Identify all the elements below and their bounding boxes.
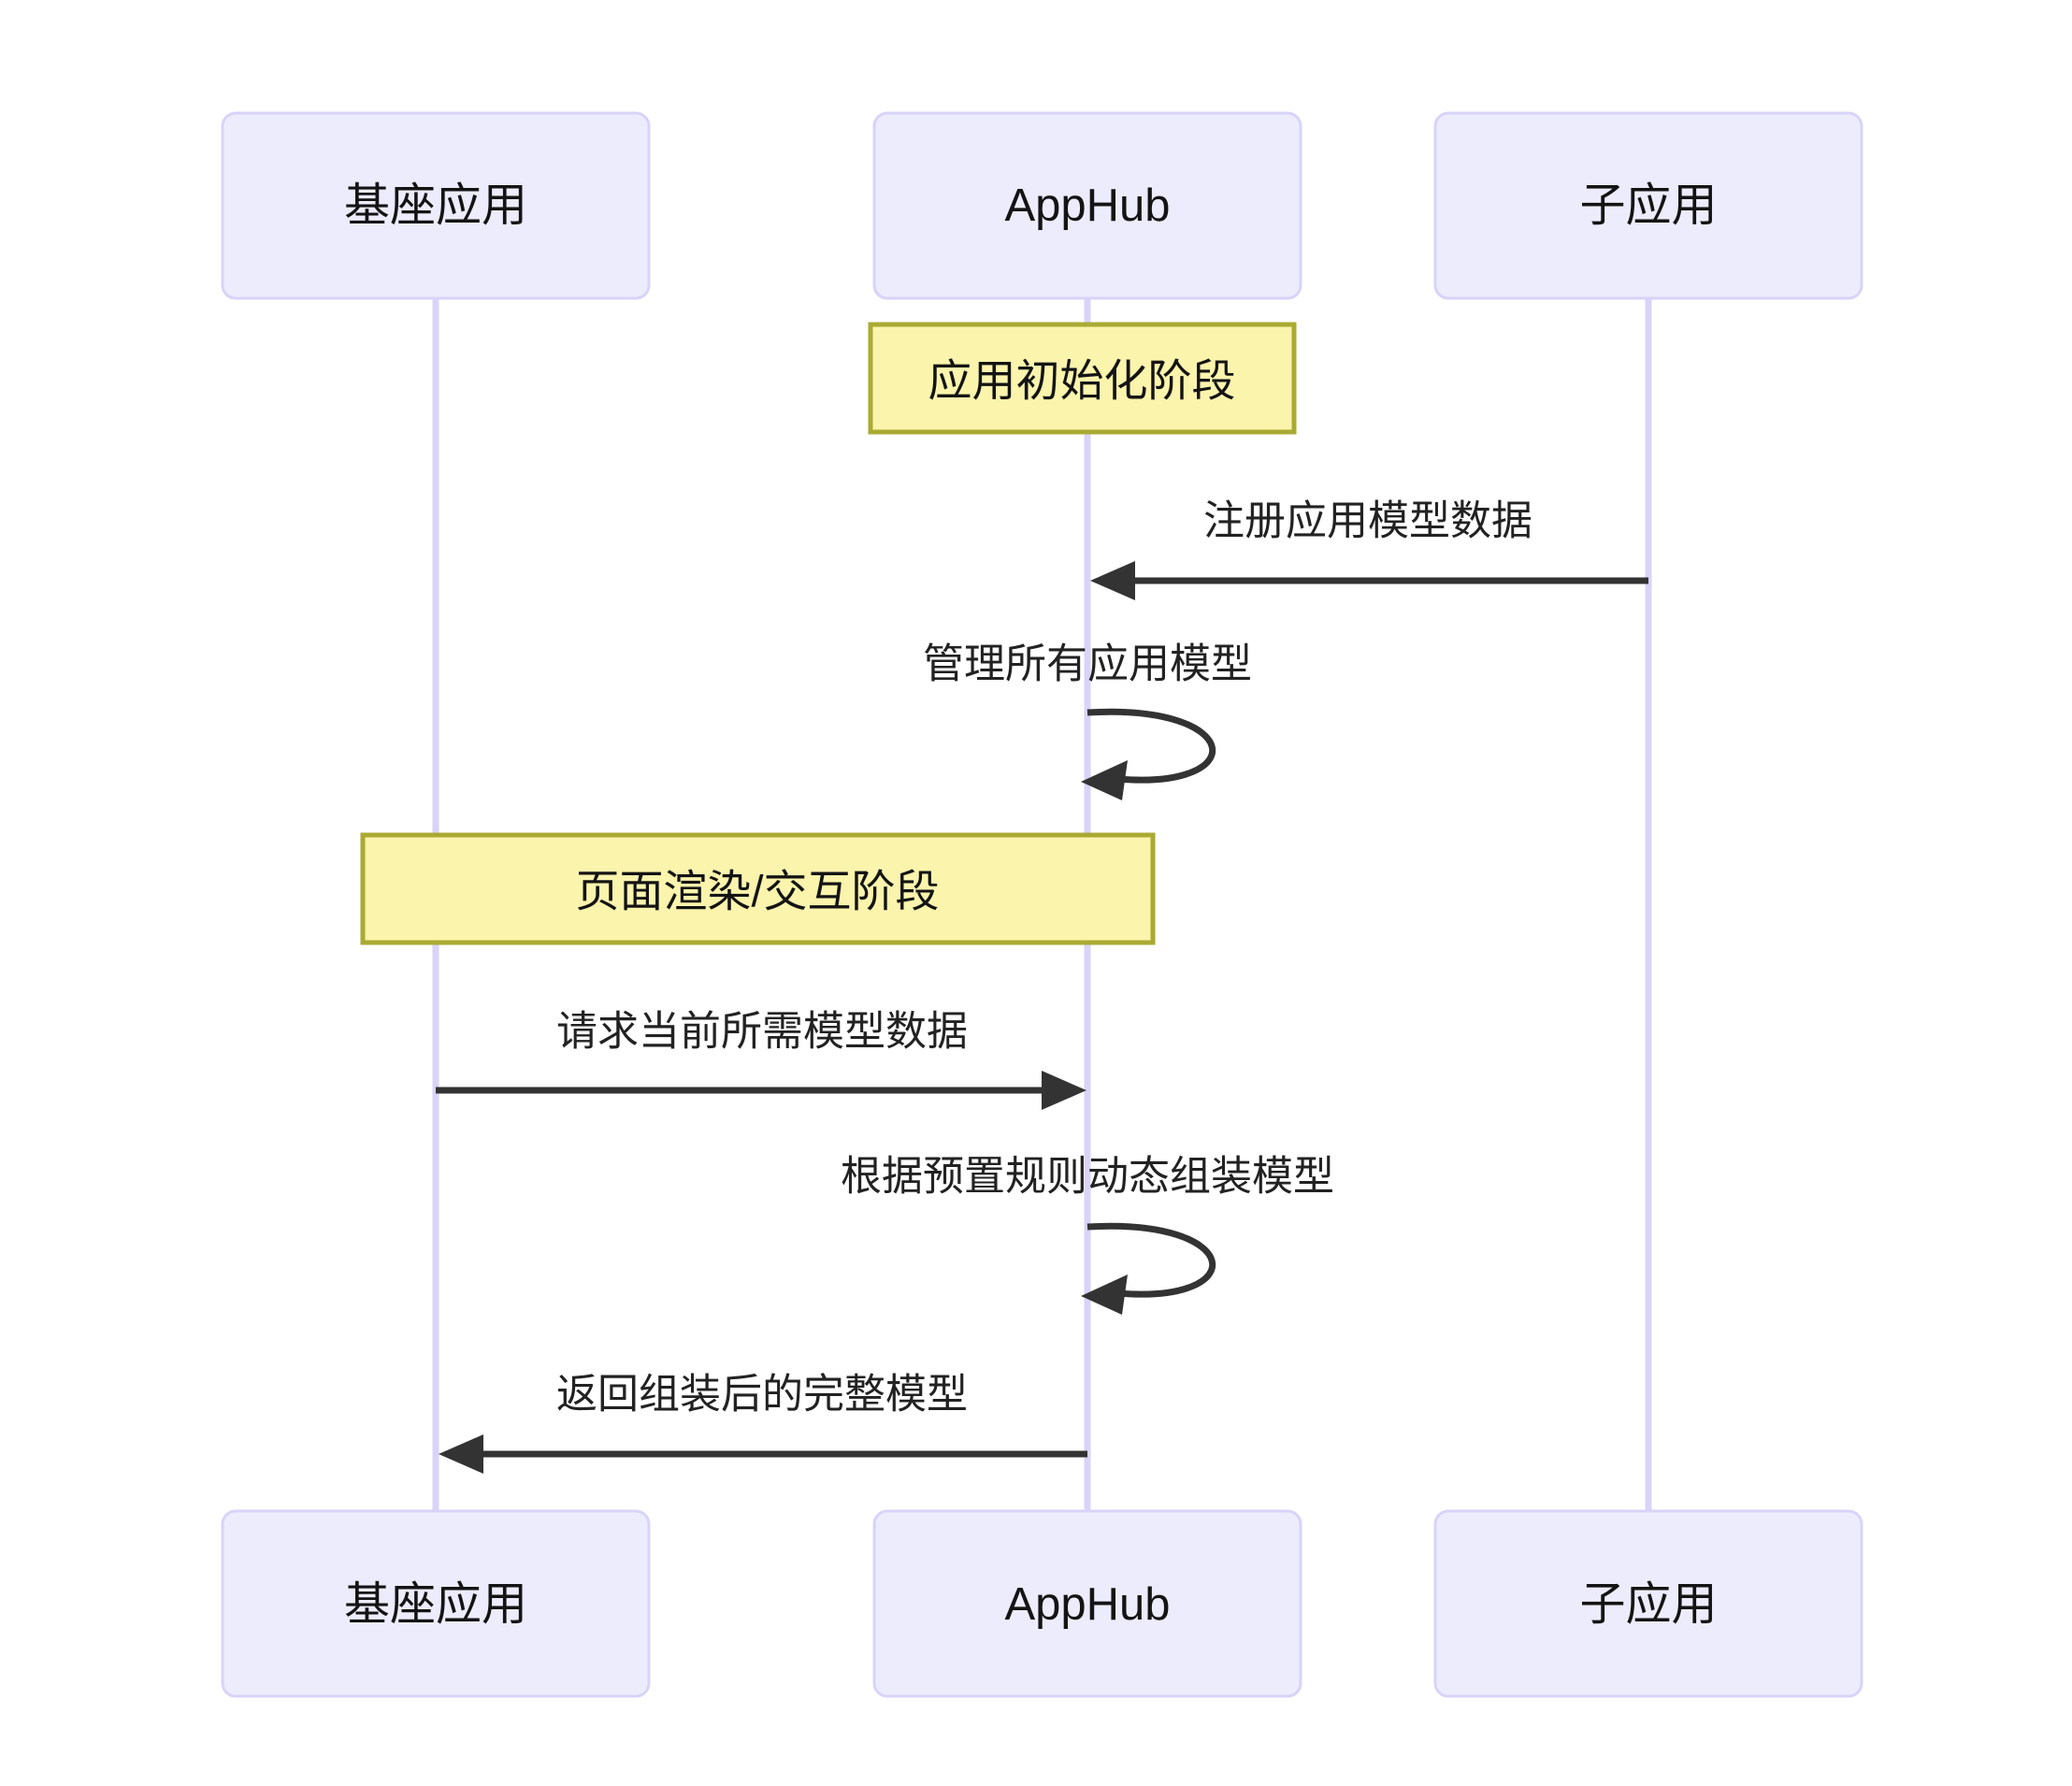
message-return-label: 返回组装后的完整模型: [556, 1372, 968, 1418]
message-manage-label: 管理所有应用模型: [923, 641, 1252, 687]
actor-header-base[interactable]: 基座应用: [221, 111, 651, 300]
actor-header-base-label: 基座应用: [344, 180, 527, 231]
message-request[interactable]: 请求当前所需模型数据: [436, 1009, 1086, 1111]
actor-footer-apphub-label: AppHub: [1004, 1579, 1170, 1630]
actor-footer-sub[interactable]: 子应用: [1433, 1509, 1863, 1698]
actor-footer-base[interactable]: 基座应用: [221, 1509, 651, 1698]
actor-header-apphub[interactable]: AppHub: [872, 111, 1302, 300]
message-register[interactable]: 注册应用模型数据: [1090, 498, 1648, 601]
message-return-arrowhead: [439, 1434, 483, 1474]
note-init[interactable]: 应用初始化阶段: [868, 322, 1297, 435]
message-assemble[interactable]: 根据预置规则动态组装模型: [841, 1154, 1334, 1316]
message-assemble-loop: [1086, 1222, 1216, 1298]
message-request-label: 请求当前所需模型数据: [556, 1009, 968, 1055]
message-request-arrowhead: [1042, 1071, 1086, 1110]
message-register-arrowhead: [1090, 561, 1135, 600]
actor-footer-apphub[interactable]: AppHub: [872, 1509, 1302, 1698]
actor-header-sub[interactable]: 子应用: [1433, 111, 1863, 300]
message-manage-arrowhead: [1081, 760, 1128, 800]
message-return[interactable]: 返回组装后的完整模型: [439, 1372, 1087, 1475]
actor-header-row: 基座应用 AppHub 子应用: [221, 111, 1863, 300]
message-assemble-arrowhead: [1081, 1275, 1128, 1315]
message-manage[interactable]: 管理所有应用模型: [923, 641, 1252, 801]
message-assemble-label: 根据预置规则动态组装模型: [841, 1154, 1334, 1200]
note-render-label: 页面渲染/交互阶段: [575, 867, 939, 916]
actor-header-apphub-label: AppHub: [1004, 180, 1170, 231]
actor-header-sub-label: 子应用: [1579, 180, 1717, 231]
message-manage-loop: [1086, 708, 1216, 784]
actor-footer-sub-label: 子应用: [1579, 1579, 1717, 1630]
note-init-label: 应用初始化阶段: [928, 356, 1236, 406]
actor-footer-base-label: 基座应用: [344, 1579, 527, 1630]
note-render[interactable]: 页面渲染/交互阶段: [360, 832, 1156, 945]
message-register-label: 注册应用模型数据: [1203, 498, 1532, 544]
actor-footer-row: 基座应用 AppHub 子应用: [221, 1509, 1863, 1698]
